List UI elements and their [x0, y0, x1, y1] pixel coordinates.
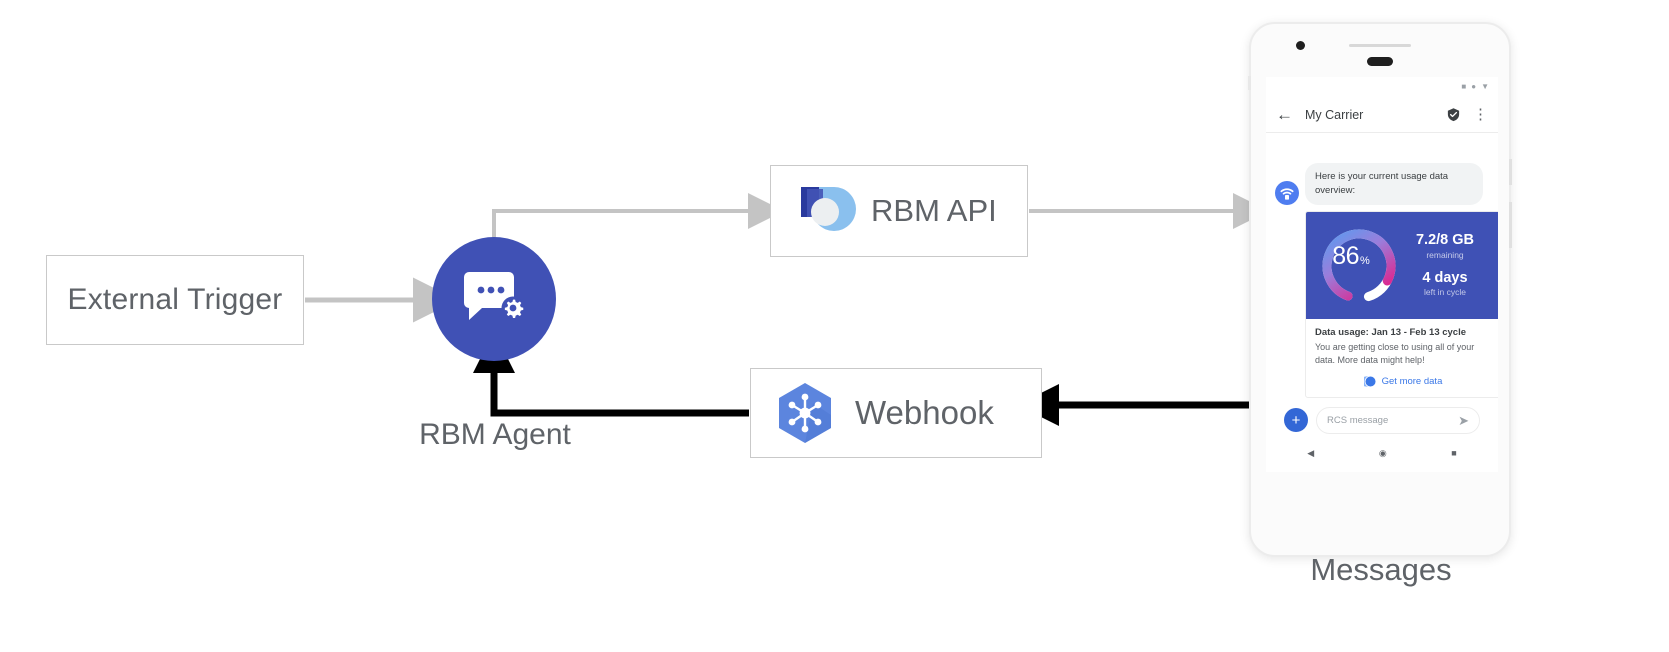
carrier-wifi-avatar-icon	[1275, 180, 1299, 205]
stat-data-value: 7.2/8 GB	[1415, 231, 1475, 248]
gauge-number: 86	[1332, 242, 1360, 271]
conversation-area: Here is your current usage data overview…	[1266, 133, 1498, 469]
node-webhook[interactable]: Webhook	[750, 368, 1042, 458]
gauge-percent-symbol: %	[1360, 254, 1370, 267]
node-rbm-api[interactable]: RBM API	[770, 165, 1028, 257]
external-trigger-label: External Trigger	[67, 283, 283, 316]
phone-camera-lens	[1296, 41, 1305, 50]
card-description: You are getting close to using all of yo…	[1315, 341, 1475, 365]
phone-power-button[interactable]	[1509, 202, 1512, 248]
webhook-hexagon-icon	[779, 383, 831, 443]
rbm-api-icon	[800, 187, 856, 231]
android-nav-bar: ◀ ◉ ■	[1275, 439, 1489, 469]
message-input[interactable]: RCS message ➤	[1316, 406, 1480, 434]
battery-icon: ▼	[1481, 82, 1489, 91]
phone-sim-tray	[1248, 76, 1251, 90]
back-arrow-icon[interactable]: ←	[1276, 105, 1293, 124]
wifi-dot-icon: ●	[1471, 82, 1477, 91]
nav-recents-square-icon[interactable]: ■	[1451, 448, 1457, 459]
phone-screen: ■ ● ▼ ← My Carrier ⋮	[1266, 77, 1498, 472]
verified-shield-icon	[1447, 108, 1460, 122]
node-rbm-agent[interactable]	[432, 237, 556, 361]
stat-days-left: 4 days left in cycle	[1399, 269, 1491, 298]
phone-volume-button[interactable]	[1509, 159, 1512, 185]
incoming-message-bubble: Here is your current usage data overview…	[1305, 163, 1483, 205]
nav-home-circle-icon[interactable]: ◉	[1378, 448, 1387, 459]
rbm-api-label: RBM API	[871, 193, 997, 228]
message-composer: + RCS message ➤	[1275, 398, 1489, 434]
signal-icon: ■	[1461, 82, 1467, 91]
arrow-agent-to-rbm-api	[492, 193, 784, 238]
globe-icon	[1363, 375, 1376, 387]
arrow-webhook-to-agent	[473, 331, 749, 417]
hero-stats: 7.2/8 GB remaining 4 days left in cycle	[1399, 212, 1491, 319]
stat-days-value: 4 days	[1422, 269, 1468, 286]
rich-card[interactable]: 86 % 7.2/8 GB remaining 4 days left in c…	[1305, 210, 1498, 398]
gauge-value-group: 86 %	[1306, 212, 1396, 302]
overflow-menu-icon[interactable]: ⋮	[1473, 106, 1488, 123]
card-title: Data usage: Jan 13 - Feb 13 cycle	[1315, 326, 1467, 338]
messages-caption: Messages	[1310, 552, 1452, 587]
phone-earpiece	[1367, 57, 1393, 66]
node-external-trigger[interactable]: External Trigger	[46, 255, 304, 345]
card-hero: 86 % 7.2/8 GB remaining 4 days left in c…	[1306, 211, 1498, 319]
plus-icon[interactable]: +	[1284, 408, 1308, 433]
phone-mockup: ■ ● ▼ ← My Carrier ⋮	[1248, 22, 1512, 557]
message-row: Here is your current usage data overview…	[1275, 163, 1489, 205]
nav-back-triangle-icon[interactable]: ◀	[1307, 448, 1315, 459]
status-bar: ■ ● ▼	[1266, 77, 1498, 97]
message-placeholder: RCS message	[1327, 414, 1389, 426]
usage-gauge	[1314, 221, 1404, 311]
stat-data-remaining: 7.2/8 GB remaining	[1399, 231, 1491, 260]
get-more-data-label: Get more data	[1381, 375, 1443, 387]
get-more-data-button[interactable]: Get more data	[1315, 375, 1491, 388]
rbm-agent-caption: RBM Agent	[419, 418, 571, 451]
phone-speaker-grill	[1349, 44, 1411, 47]
card-body: Data usage: Jan 13 - Feb 13 cycle You ar…	[1306, 319, 1498, 397]
app-bar: ← My Carrier ⋮	[1266, 97, 1498, 133]
stat-days-sub: left in cycle	[1423, 287, 1467, 298]
send-icon[interactable]: ➤	[1458, 412, 1469, 428]
app-title: My Carrier	[1305, 107, 1364, 122]
webhook-label: Webhook	[855, 394, 994, 431]
chat-gear-icon	[464, 272, 525, 320]
stat-data-sub: remaining	[1426, 249, 1464, 260]
